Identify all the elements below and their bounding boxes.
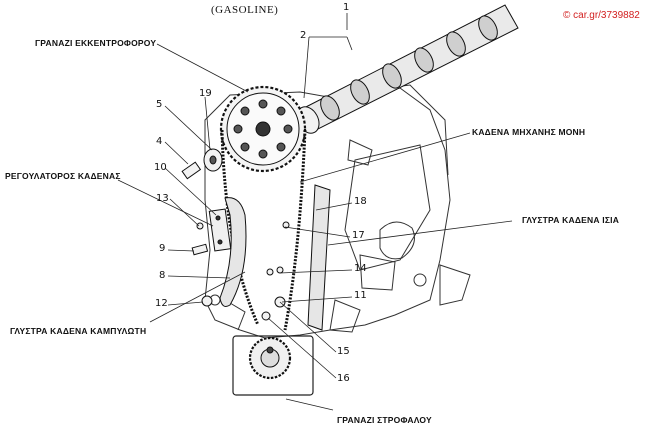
straight-guide — [307, 184, 331, 331]
label-engine-chain: ΚΑΔΕΝΑ ΜΗΧΑΝΗΣ ΜΟΝΗ — [472, 127, 586, 137]
camshaft-sprocket — [219, 85, 307, 173]
label-straight-guide: ΓΛΥΣΤΡΑ ΚΑΔΕΝΑ ΙΣΙΑ — [522, 215, 620, 225]
watermark: © car.gr/3739882 — [563, 10, 640, 21]
callout-10: 10 — [154, 162, 167, 173]
callout-8: 8 — [159, 270, 166, 281]
callout-18: 18 — [354, 196, 367, 207]
callout-17: 17 — [352, 230, 365, 241]
callout-1: 1 — [343, 2, 350, 13]
callout-15: 15 — [337, 346, 350, 357]
crankshaft-sprocket — [248, 336, 292, 380]
callout-14: 14 — [354, 263, 367, 274]
callout-9: 9 — [159, 243, 166, 254]
callout-13: 13 — [156, 193, 169, 204]
callout-12: 12 — [155, 298, 168, 309]
leader-lines — [117, 13, 513, 411]
callout-19: 19 — [199, 88, 212, 99]
curved-guide — [219, 197, 247, 307]
label-chain-tensioner: ΡΕΓΟΥΛΑΤΟΡΟΣ ΚΑΔΕΝΑΣ — [5, 171, 121, 181]
chain-tensioner — [208, 208, 232, 252]
label-curved-guide: ΓΛΥΣΤΡΑ ΚΑΔΕΝΑ ΚΑΜΠΥΛΩΤΗ — [10, 326, 147, 336]
callout-4: 4 — [156, 136, 163, 147]
crank-inset-box — [232, 335, 314, 396]
fuel-type-heading: (GASOLINE) — [211, 4, 279, 16]
callout-11: 11 — [354, 290, 367, 301]
label-camshaft-gear: ΓΡΑΝΑΖΙ ΕΚΚΕΝΤΡΟΦΟΡΟΥ — [35, 38, 157, 48]
callout-16: 16 — [337, 373, 350, 384]
camshaft — [296, 4, 519, 134]
label-crank-gear: ΓΡΑΝΑΖΙ ΣΤΡΟΦΑΛΟΥ — [337, 415, 432, 425]
callout-2: 2 — [300, 30, 307, 41]
callout-5: 5 — [156, 99, 163, 110]
